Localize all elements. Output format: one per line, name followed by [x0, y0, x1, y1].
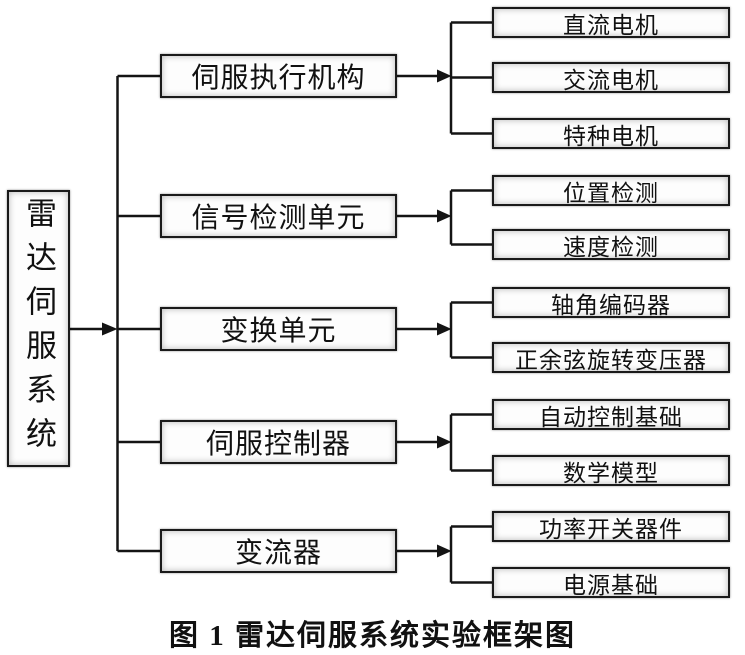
leaf-box-label: 特种电机 [563, 123, 659, 149]
leaf-box-auto-control-basics: 自动控制基础 [492, 399, 730, 430]
leaf-box-label: 速度检测 [563, 234, 659, 260]
leaf-box-label: 轴角编码器 [551, 292, 671, 318]
leaf-box-speed-detection: 速度检测 [492, 229, 730, 260]
root-box: 雷达伺服系统 [7, 190, 70, 467]
leaf-box-ac-motor: 交流电机 [492, 62, 730, 93]
branch-box-label: 伺服执行机构 [191, 63, 366, 94]
leaf-box-special-motor: 特种电机 [492, 118, 730, 149]
leaf-box-label: 数学模型 [563, 460, 659, 486]
leaf-box-position-detection: 位置检测 [492, 175, 730, 206]
branch-box-label: 变换单元 [220, 316, 337, 347]
arrowhead-row-4 [437, 435, 452, 449]
leaf-box-label: 位置检测 [563, 180, 659, 206]
leaf-box-label: 功率开关器件 [539, 516, 683, 542]
arrowhead-row-1 [437, 69, 452, 83]
leaf-box-label: 交流电机 [563, 67, 659, 93]
leaf-box-power-supply-basics: 电源基础 [492, 567, 730, 598]
leaf-box-label: 电源基础 [563, 572, 659, 598]
arrowhead-row-3 [437, 322, 452, 336]
branch-arrow-lines [396, 74, 438, 553]
leaf-box-shaft-angle-encoder: 轴角编码器 [492, 287, 730, 318]
bracket-lines [449, 21, 493, 584]
leaf-box-sine-cosine-resolver: 正余弦旋转变压器 [492, 342, 730, 373]
leaf-box-math-model: 数学模型 [492, 455, 730, 486]
arrowhead-row-2 [437, 209, 452, 223]
leaf-box-dc-motor: 直流电机 [492, 7, 730, 38]
root-box-label: 雷达伺服系统 [21, 196, 56, 461]
branch-box-label: 信号检测单元 [191, 203, 366, 234]
branch-box-label: 变流器 [234, 538, 322, 569]
branch-box-converter: 变流器 [160, 529, 397, 573]
leaf-box-power-switch-devices: 功率开关器件 [492, 511, 730, 542]
arrowhead-row-5 [437, 544, 452, 558]
leaf-box-label: 自动控制基础 [539, 404, 683, 430]
leaf-box-label: 直流电机 [563, 12, 659, 38]
branch-box-servo-actuator: 伺服执行机构 [160, 54, 397, 98]
trunk-and-branch-lines [70, 74, 161, 553]
leaf-box-label: 正余弦旋转变压器 [515, 347, 707, 373]
arrowhead-root [102, 322, 118, 336]
branch-box-signal-detection-unit: 信号检测单元 [160, 194, 397, 238]
branch-box-servo-controller: 伺服控制器 [160, 420, 397, 464]
figure-caption: 图 1 雷达伺服系统实验框架图 [168, 620, 576, 652]
branch-box-label: 伺服控制器 [205, 429, 351, 460]
branch-box-transform-unit: 变换单元 [160, 307, 397, 351]
